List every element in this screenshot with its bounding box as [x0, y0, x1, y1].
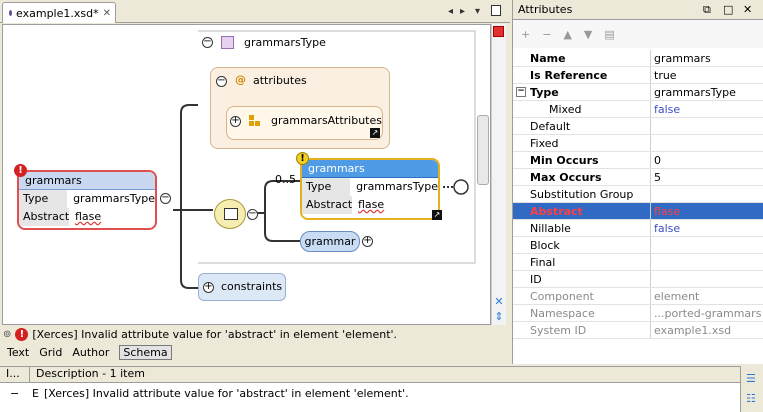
tab-title: example1.xsd* [16, 6, 99, 20]
expand-constraints-button[interactable]: + [203, 281, 214, 293]
problem-row[interactable]: − E [Xerces] Invalid attribute value for… [0, 384, 740, 402]
attributes-toolbar: + − ▲ ▼ ▤ [513, 20, 763, 48]
error-marker[interactable] [493, 26, 504, 37]
tab-text[interactable]: Text [7, 345, 30, 359]
attr-row-fixed[interactable]: Fixed [513, 135, 763, 152]
editor-tab-bar: example1.xsd* ✕ ◂ ▸ ▾ [0, 0, 510, 23]
editor-mode-tabs: Text Grid Author Schema [0, 343, 510, 361]
reference-link-icon[interactable]: ↗ [370, 128, 380, 138]
chevron-up-down-icon[interactable]: ⇕ [494, 310, 504, 323]
collapse-sequence-button[interactable]: − [247, 208, 258, 220]
child-grammars-element[interactable]: grammars Type grammarsType Abstract flas… [300, 158, 440, 220]
problem-severity: E [32, 386, 39, 400]
child-abstract-row: Abstract flase [302, 196, 438, 214]
problems-side-toolbar: ☰ ☷ [740, 366, 763, 412]
problem-text: [Xerces] Invalid attribute value for 'ab… [43, 386, 409, 400]
schema-diagram-canvas[interactable]: − grammarsType − @ attributes + grammars… [2, 24, 491, 325]
occurs-label: 0..5 [275, 173, 296, 186]
move-down-icon[interactable]: ▼ [583, 27, 593, 41]
nav-forward-icon[interactable]: ▸ [460, 6, 466, 17]
element-type-row: Type grammarsType [19, 190, 155, 208]
col-description-header[interactable]: Description - 1 item [36, 367, 145, 380]
tab-list-icon[interactable]: ▾ [475, 6, 481, 17]
tab-example1[interactable]: example1.xsd* ✕ [2, 2, 116, 23]
scroll-thumb[interactable] [477, 115, 489, 185]
attr-row-id[interactable]: ID [513, 271, 763, 288]
col-icon-header[interactable]: I... [0, 367, 30, 382]
collapse-grammarsType-button[interactable]: − [202, 36, 213, 48]
tab-schema[interactable]: Schema [119, 344, 172, 360]
child-reference-link-icon[interactable]: ↗ [432, 210, 442, 220]
child-element-title: grammars [302, 160, 438, 178]
diagram-vertical-scrollbar[interactable] [491, 24, 506, 325]
attr-row-substitution-group[interactable]: Substitution Group [513, 186, 763, 203]
attributes-panel-title: Attributes ⧉ □ ✕ [513, 0, 763, 20]
attribute-group-icon [249, 115, 261, 127]
copy-icon[interactable]: ▤ [604, 27, 615, 41]
attribute-at-icon: @ [235, 73, 246, 86]
tab-author[interactable]: Author [72, 345, 110, 359]
xsd-file-icon [9, 10, 13, 16]
sequence-compositor-icon[interactable] [214, 199, 246, 229]
close-icon[interactable]: ✕ [494, 295, 504, 308]
child-type-row: Type grammarsType [302, 178, 438, 196]
expand-grammarsAttributes-button[interactable]: + [230, 115, 241, 127]
close-icon[interactable]: ✕ [102, 7, 111, 19]
move-up-icon[interactable]: ▲ [563, 27, 572, 41]
constraints-node[interactable]: constraints [198, 273, 286, 301]
maximize-icon[interactable]: □ [723, 3, 734, 16]
expand-grammar-button[interactable]: + [362, 235, 373, 247]
close-icon[interactable]: ✕ [743, 3, 753, 16]
tree-view-icon[interactable]: ☷ [746, 392, 756, 405]
collapse-icon[interactable]: − [10, 386, 20, 400]
attr-row-default[interactable]: Default [513, 118, 763, 135]
collapse-attributes-button[interactable]: − [216, 75, 227, 87]
maximize-icon[interactable] [491, 5, 501, 16]
problems-header: I... Description - 1 item [0, 367, 740, 383]
grammarsAttributes-label: grammarsAttributes [271, 114, 382, 127]
element-title: grammars [19, 172, 155, 190]
collapse-main-element-button[interactable]: − [160, 192, 171, 204]
error-status-line: ⊚ ! [Xerces] Invalid attribute value for… [0, 326, 510, 343]
grammar-element[interactable]: grammar [300, 231, 360, 252]
link-icon[interactable]: ⊚ [3, 329, 12, 340]
attr-row-final[interactable]: Final [513, 254, 763, 271]
error-icon: ! [15, 328, 29, 341]
collapse-type-icon[interactable]: − [516, 86, 526, 97]
element-abstract-row: Abstract flase [19, 208, 155, 226]
attr-row-block[interactable]: Block [513, 237, 763, 254]
problems-view: I... Description - 1 item − E [Xerces] I… [0, 366, 740, 412]
attr-row-namespace[interactable]: Namespace...ported-grammars [513, 305, 763, 322]
tab-grid[interactable]: Grid [39, 345, 63, 359]
restore-icon[interactable]: ⧉ [703, 3, 711, 16]
add-icon[interactable]: + [521, 27, 531, 41]
list-view-icon[interactable]: ☰ [746, 372, 756, 385]
error-icon: ! [14, 164, 27, 177]
nav-back-icon[interactable]: ◂ [448, 6, 454, 17]
complex-type-icon [221, 36, 234, 49]
warning-icon: ! [296, 152, 309, 165]
main-grammars-element[interactable]: grammars Type grammarsType Abstract flas… [17, 170, 157, 230]
error-message: [Xerces] Invalid attribute value for 'ab… [32, 328, 398, 341]
remove-icon[interactable]: − [542, 27, 552, 41]
attributes-label: attributes [253, 74, 307, 87]
grammarsType-label: grammarsType [244, 36, 326, 49]
connector-lines [173, 30, 476, 289]
